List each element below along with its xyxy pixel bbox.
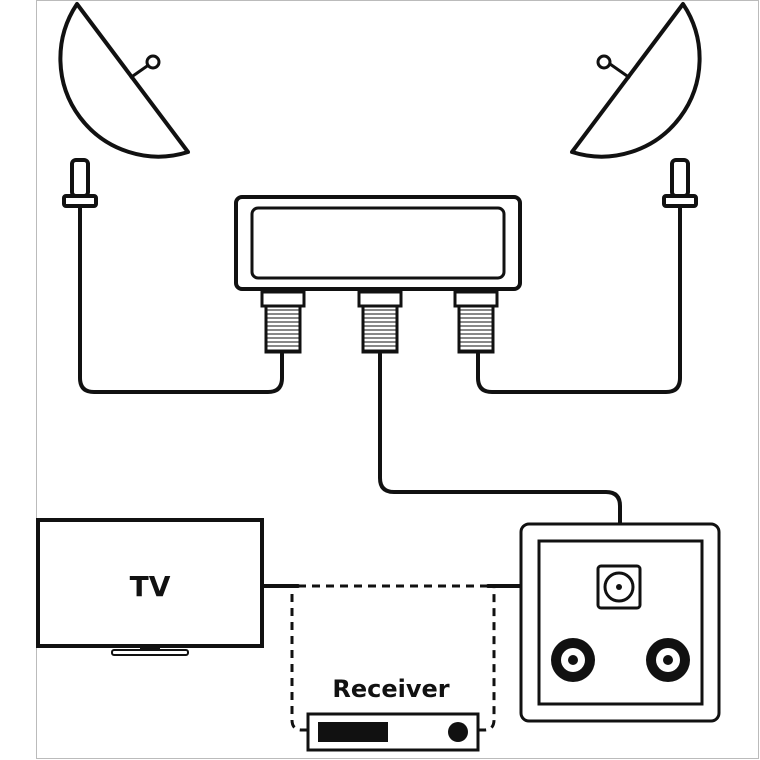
tv-socket [551, 638, 595, 682]
tv-label: TV [130, 570, 171, 603]
receiver-knob [448, 722, 468, 742]
switch-connector-right [453, 290, 499, 354]
tv: TV [36, 518, 264, 656]
cable-left-dish-to-switch [78, 204, 284, 394]
right-satellite-dish [570, 2, 702, 208]
radio-socket [646, 638, 690, 682]
receiver: Receiver [306, 675, 480, 752]
cable-switch-to-wall-outlet [378, 352, 622, 526]
left-satellite-dish [58, 2, 190, 208]
cable-right-dish-to-switch [476, 204, 682, 394]
diseqc-switch [234, 195, 522, 291]
receiver-label: Receiver [332, 675, 449, 703]
wall-outlet [519, 522, 721, 723]
outer-frame [36, 0, 759, 759]
receiver-dashed-path [290, 584, 496, 732]
switch-connector-center [357, 290, 403, 354]
switch-connector-left [260, 290, 306, 354]
